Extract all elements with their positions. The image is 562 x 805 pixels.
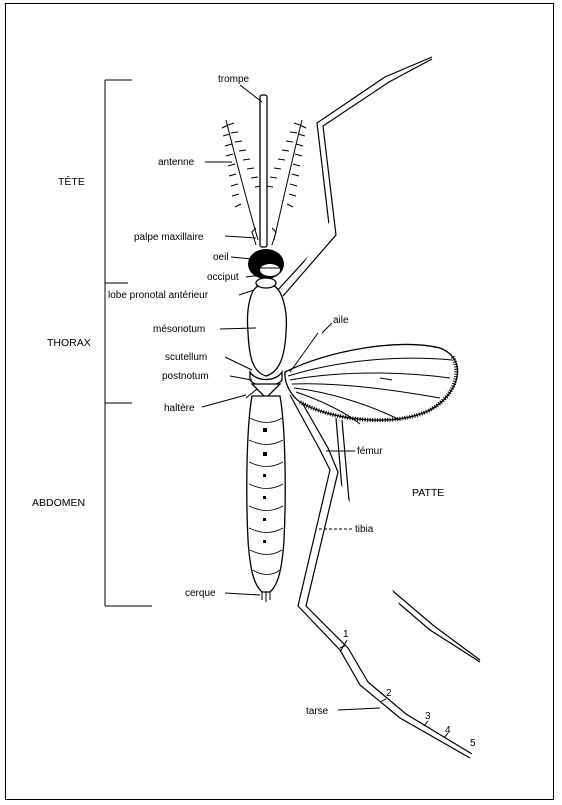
label-femur: fémur xyxy=(357,446,383,457)
thorax xyxy=(247,278,286,398)
label-oeil: oeil xyxy=(213,252,229,263)
section-label-thorax: THORAX xyxy=(47,337,91,349)
label-trompe: trompe xyxy=(218,74,250,85)
label-haltere: haltère xyxy=(164,403,195,414)
wing xyxy=(285,344,458,424)
region-bracket xyxy=(105,80,152,606)
tarsal-number-4: 4 xyxy=(445,725,451,736)
tarsal-number-5: 5 xyxy=(470,738,476,749)
label-palpe-maxillaire: palpe maxillaire xyxy=(134,232,204,243)
label-postnotum: postnotum xyxy=(162,371,209,382)
section-label-abdomen: ABDOMEN xyxy=(32,497,85,509)
label-scutellum: scutellum xyxy=(165,352,207,363)
label-tibia: tibia xyxy=(355,524,374,535)
label-occiput: occiput xyxy=(207,272,239,283)
label-lobe-pronotal: lobe pronotal antérieur xyxy=(108,290,209,301)
label-mesonotum: mésonotum xyxy=(153,324,205,335)
label-antenne: antenne xyxy=(158,157,195,168)
label-tarse: tarse xyxy=(306,706,329,717)
proboscis xyxy=(252,95,276,247)
label-aile: aile xyxy=(333,315,349,326)
abdomen xyxy=(247,396,285,602)
head xyxy=(248,249,284,279)
section-label-tete: TÊTE xyxy=(58,175,85,188)
label-cerque: cerque xyxy=(185,588,216,599)
tarsal-number-1: 1 xyxy=(343,629,349,640)
tarsal-number-2: 2 xyxy=(386,688,392,699)
tarsal-number-3: 3 xyxy=(425,711,431,722)
section-label-patte: PATTE xyxy=(412,487,444,499)
